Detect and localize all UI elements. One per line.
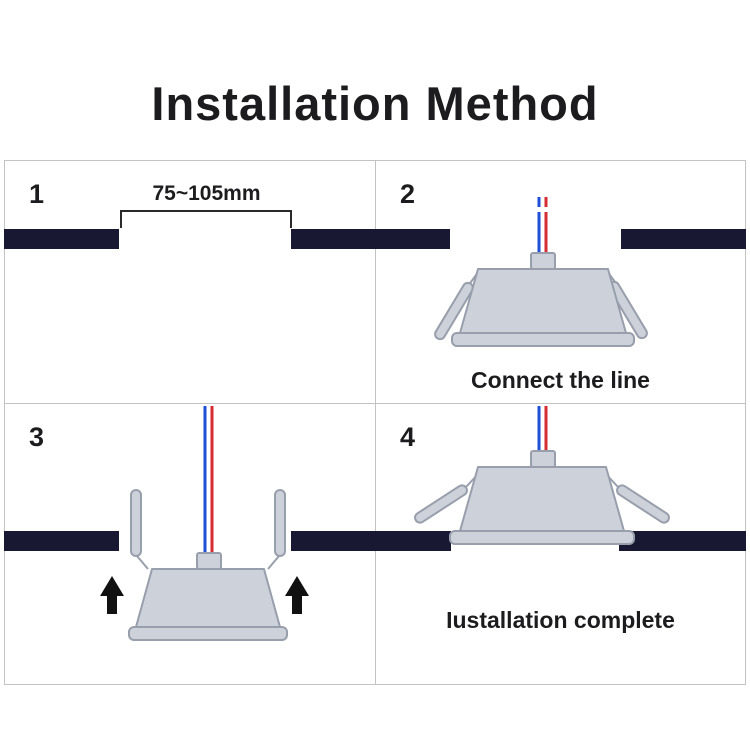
steps-grid: 1 75~105mm 2 Connect the line 3 4 Iustal… [4, 160, 746, 685]
panel-step-2: 2 Connect the line [375, 160, 746, 404]
step-2-caption: Connect the line [471, 367, 650, 393]
panel-step-3: 3 [4, 403, 376, 685]
step-number-4: 4 [400, 422, 416, 452]
page-title: Installation Method [151, 77, 599, 130]
panel-step-1: 1 75~105mm [4, 160, 376, 404]
step-number-2: 2 [400, 179, 416, 209]
step-number-3: 3 [29, 422, 45, 452]
panel-step-4: 4 Iustallation complete [375, 403, 746, 685]
step-4-caption: Iustallation complete [446, 607, 675, 633]
step-number-1: 1 [29, 179, 45, 209]
dimension-label: 75~105mm [152, 182, 261, 205]
